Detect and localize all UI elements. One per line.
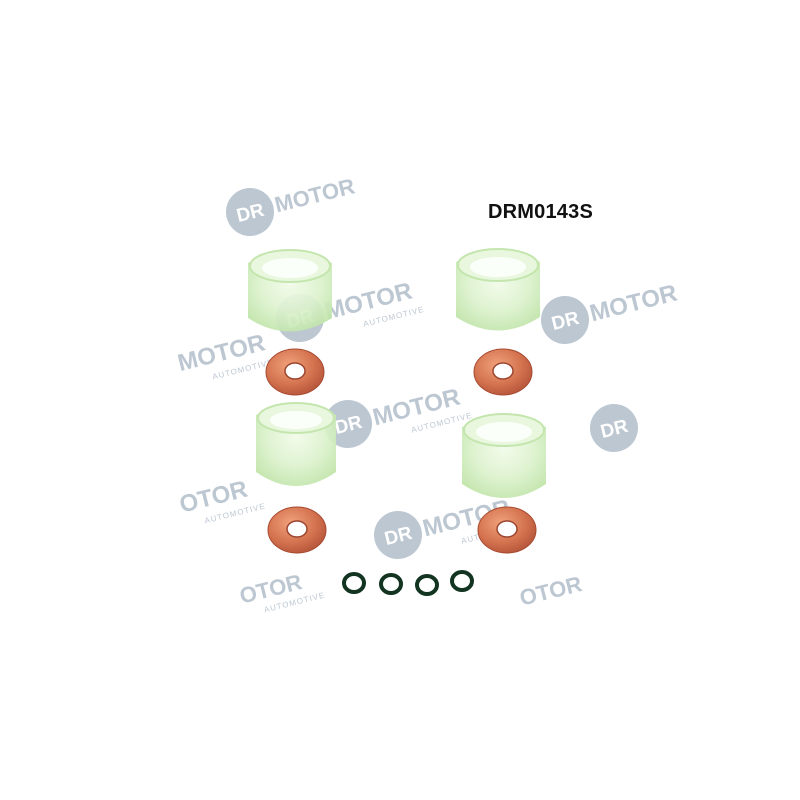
washer-top-left [265,348,325,396]
o-ring-2 [379,573,403,595]
sleeve-top-right [456,248,540,331]
svg-text:MOTOR: MOTOR [587,280,680,328]
sleeve-bottom-right [462,413,546,498]
o-ring-1 [342,572,366,594]
watermark-layer: MOTOR MOTOR AUTOMOTIVE MOTOR MOTOR AUTOM… [175,173,680,614]
svg-text:OTOR: OTOR [517,571,584,611]
svg-text:MOTOR: MOTOR [272,173,357,217]
washer-bottom-left [267,506,327,554]
part-code-label: DRM0143S [488,201,593,223]
sleeve-bottom-left [256,402,336,486]
o-ring-3 [415,574,439,596]
washer-top-right [473,348,533,396]
o-ring-4 [450,570,474,592]
sleeve-top-left [248,249,332,332]
washer-bottom-right [477,506,537,554]
